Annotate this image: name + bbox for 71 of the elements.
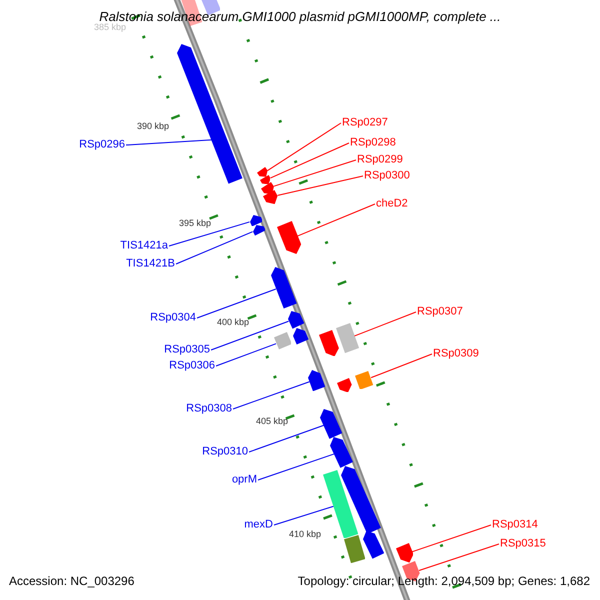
gene-label: cheD2	[376, 198, 408, 210]
gene-block	[330, 437, 354, 468]
gene-label: TIS1421B	[126, 258, 175, 270]
leader-line	[196, 288, 276, 318]
gene-block	[270, 267, 297, 308]
feature-block	[336, 323, 360, 354]
gene-block	[319, 330, 340, 356]
scale-label: 385 kbp	[94, 22, 126, 32]
gene-label: RSp0296	[79, 138, 125, 152]
gene-block	[263, 190, 278, 204]
leader-line	[232, 381, 310, 410]
leader-line	[274, 160, 356, 187]
gene-label: oprM	[232, 474, 257, 486]
gene-label: RSp0304	[150, 312, 196, 324]
leader-line	[270, 142, 350, 179]
leader-line	[267, 122, 342, 172]
gene-block	[252, 225, 266, 236]
gene-block	[308, 370, 326, 392]
gene-label: RSp0298	[350, 136, 396, 150]
scale-label: 390 kbp	[136, 121, 170, 131]
gene-label: RSp0299	[357, 154, 403, 166]
gene-label: mexD	[244, 518, 273, 532]
leader-line	[210, 320, 290, 350]
leader-line	[354, 312, 416, 336]
gene-block	[288, 311, 304, 329]
gene-block	[276, 221, 301, 254]
gene-label: RSp0306	[169, 360, 215, 372]
feature-block	[322, 470, 358, 538]
gene-block	[250, 215, 262, 226]
leader-line	[370, 354, 432, 378]
leader-line	[296, 204, 376, 237]
summary-text: Topology: circular; Length: 2,094,509 bp; Genes: 1,682	[298, 574, 590, 589]
scale-label: 410 kbp	[288, 529, 322, 539]
leader-line	[258, 453, 335, 480]
feature-block	[344, 534, 366, 564]
gene-label: RSp0305	[164, 344, 210, 356]
gene-block	[362, 531, 384, 559]
leader-line	[216, 343, 277, 366]
gene-block	[293, 328, 309, 345]
leader-line	[277, 176, 364, 196]
leader-line	[168, 221, 250, 246]
gene-label: RSp0314	[492, 518, 538, 532]
gene-block	[337, 378, 352, 392]
gene-label: RSp0307	[417, 306, 463, 318]
leader-line	[126, 139, 212, 146]
gene-label: RSp0309	[433, 348, 479, 360]
gene-block	[260, 174, 270, 184]
title: Ralstonia solanacearum GMI1000 plasmid pGMI1000MP, complete ...	[99, 9, 502, 24]
gene-label: TIS1421a	[120, 240, 168, 252]
scale-label: 395 kbp	[178, 218, 212, 228]
scale-label: 400 kbp	[216, 317, 250, 327]
gene-label: RSp0308	[186, 402, 232, 416]
gene-label: RSp0300	[364, 170, 410, 182]
leader-line	[418, 544, 500, 571]
gene-block	[261, 182, 274, 194]
leader-line	[176, 231, 254, 264]
gene-block	[256, 167, 268, 177]
leader-line	[411, 524, 492, 552]
scale-label: 405 kbp	[256, 416, 288, 426]
feature-block	[355, 370, 374, 390]
gene-label: RSp0310	[202, 446, 248, 458]
accession-text: Accession: NC_003296	[9, 574, 134, 589]
gene-block	[396, 543, 414, 563]
gene-block	[340, 466, 381, 534]
leader-line	[248, 424, 324, 452]
gene-label: RSp0297	[342, 116, 388, 130]
gene-block	[320, 409, 342, 439]
leader-line	[274, 506, 334, 526]
gene-label: RSp0315	[500, 538, 546, 550]
gene-block	[177, 44, 243, 184]
feature-block	[274, 332, 292, 350]
